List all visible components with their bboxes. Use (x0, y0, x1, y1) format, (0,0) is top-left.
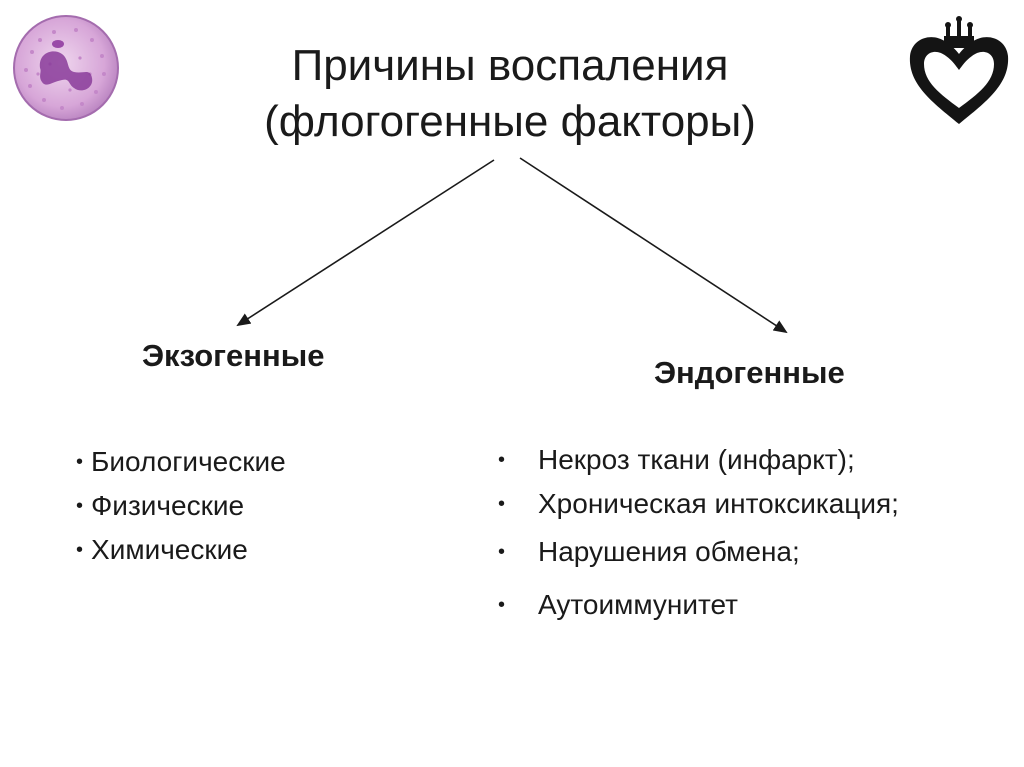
list-item: •Нарушения обмена; (498, 536, 800, 567)
list-item-text: Нарушения обмена; (538, 536, 800, 567)
arrow-to-exogenous (236, 159, 495, 327)
slide-title: Причины воспаления (флогогенные факторы) (180, 38, 840, 150)
list-item: Физические (76, 488, 286, 532)
list-item: •Некроз ткани (инфаркт); (498, 444, 855, 475)
list-item-text: Хроническая интоксикация; (538, 488, 899, 519)
heart-crown-logo (909, 16, 1009, 124)
arrow-to-endogenous (519, 157, 788, 334)
list-item-text: Аутоиммунитет (538, 589, 738, 620)
title-line-2: (флогогенные факторы) (264, 97, 756, 146)
endogenous-heading: Эндогенные (654, 355, 845, 390)
title-line-1: Причины воспаления (291, 41, 729, 90)
endogenous-list: •Некроз ткани (инфаркт); •Хроническая ин… (498, 445, 938, 643)
exogenous-list: Биологические Физические Химические (76, 444, 286, 576)
list-item: Биологические (76, 444, 286, 488)
list-item: •Хроническая интоксикация; (498, 488, 899, 519)
list-item-text: Некроз ткани (инфаркт); (538, 444, 855, 475)
list-item: Химические (76, 532, 286, 576)
neutrophil-cell-image (13, 15, 119, 121)
list-item: •Аутоиммунитет (498, 589, 738, 620)
exogenous-heading: Экзогенные (142, 338, 325, 373)
